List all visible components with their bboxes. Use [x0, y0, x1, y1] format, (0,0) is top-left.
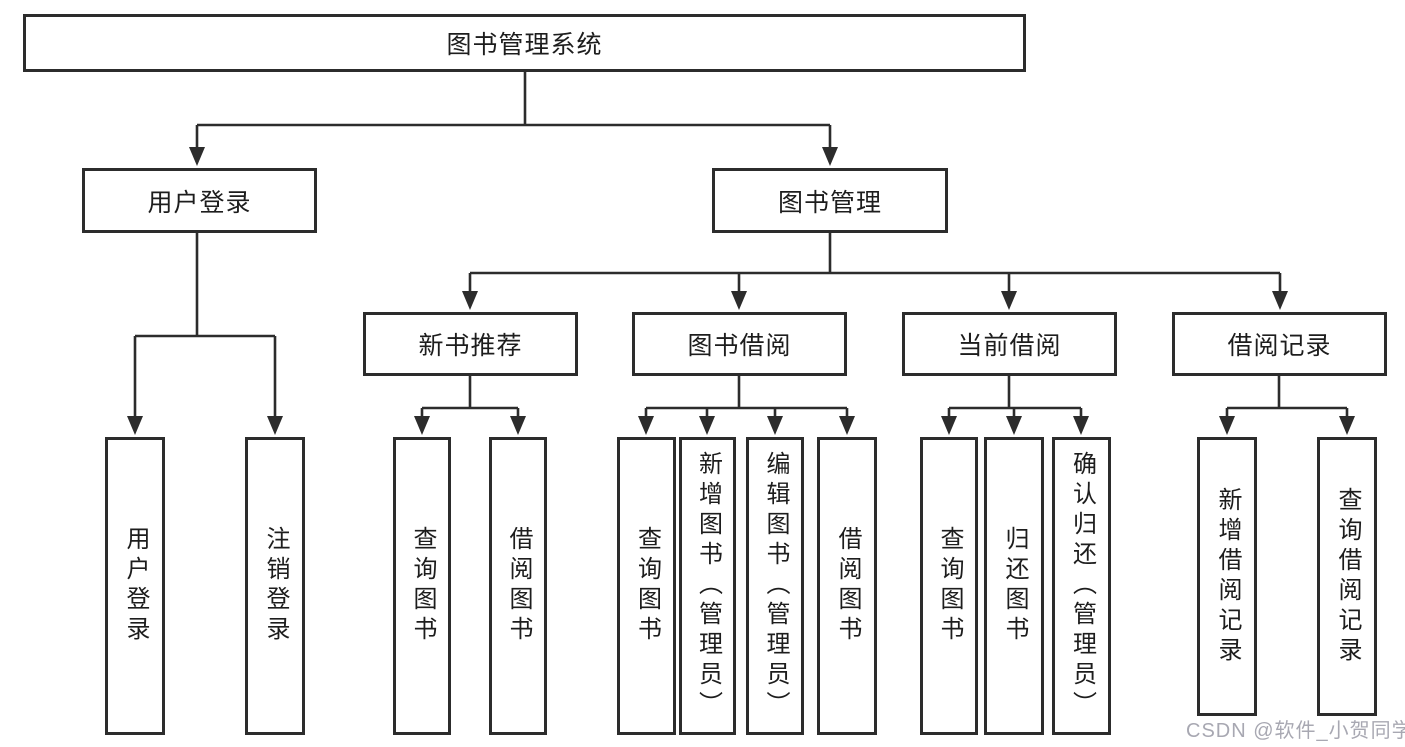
leaf-query-books-current: 查询图书	[920, 437, 978, 735]
leaf-user-login: 用户登录	[105, 437, 165, 735]
leaf-add-book-admin: 新增图书（管理员）	[679, 437, 736, 735]
node-borrowing-records: 借阅记录	[1172, 312, 1387, 376]
leaf-return-book: 归还图书	[984, 437, 1044, 735]
node-library-management-system: 图书管理系统	[23, 14, 1026, 72]
node-book-borrowing: 图书借阅	[632, 312, 847, 376]
leaf-query-books-recommend: 查询图书	[393, 437, 451, 735]
node-book-management: 图书管理	[712, 168, 948, 233]
node-new-book-recommend: 新书推荐	[363, 312, 578, 376]
leaf-add-borrow-record: 新增借阅记录	[1197, 437, 1257, 716]
node-current-borrowing: 当前借阅	[902, 312, 1117, 376]
watermark: CSDN @软件_小贺同学	[1186, 720, 1405, 742]
leaf-logout: 注销登录	[245, 437, 305, 735]
leaf-borrow-book-recommend: 借阅图书	[489, 437, 547, 735]
leaf-confirm-return-admin: 确认归还（管理员）	[1052, 437, 1111, 735]
leaf-query-books-borrow: 查询图书	[617, 437, 676, 735]
leaf-query-borrow-record: 查询借阅记录	[1317, 437, 1377, 716]
leaf-borrow-book: 借阅图书	[817, 437, 877, 735]
leaf-edit-book-admin: 编辑图书（管理员）	[746, 437, 804, 735]
node-user-login: 用户登录	[82, 168, 317, 233]
